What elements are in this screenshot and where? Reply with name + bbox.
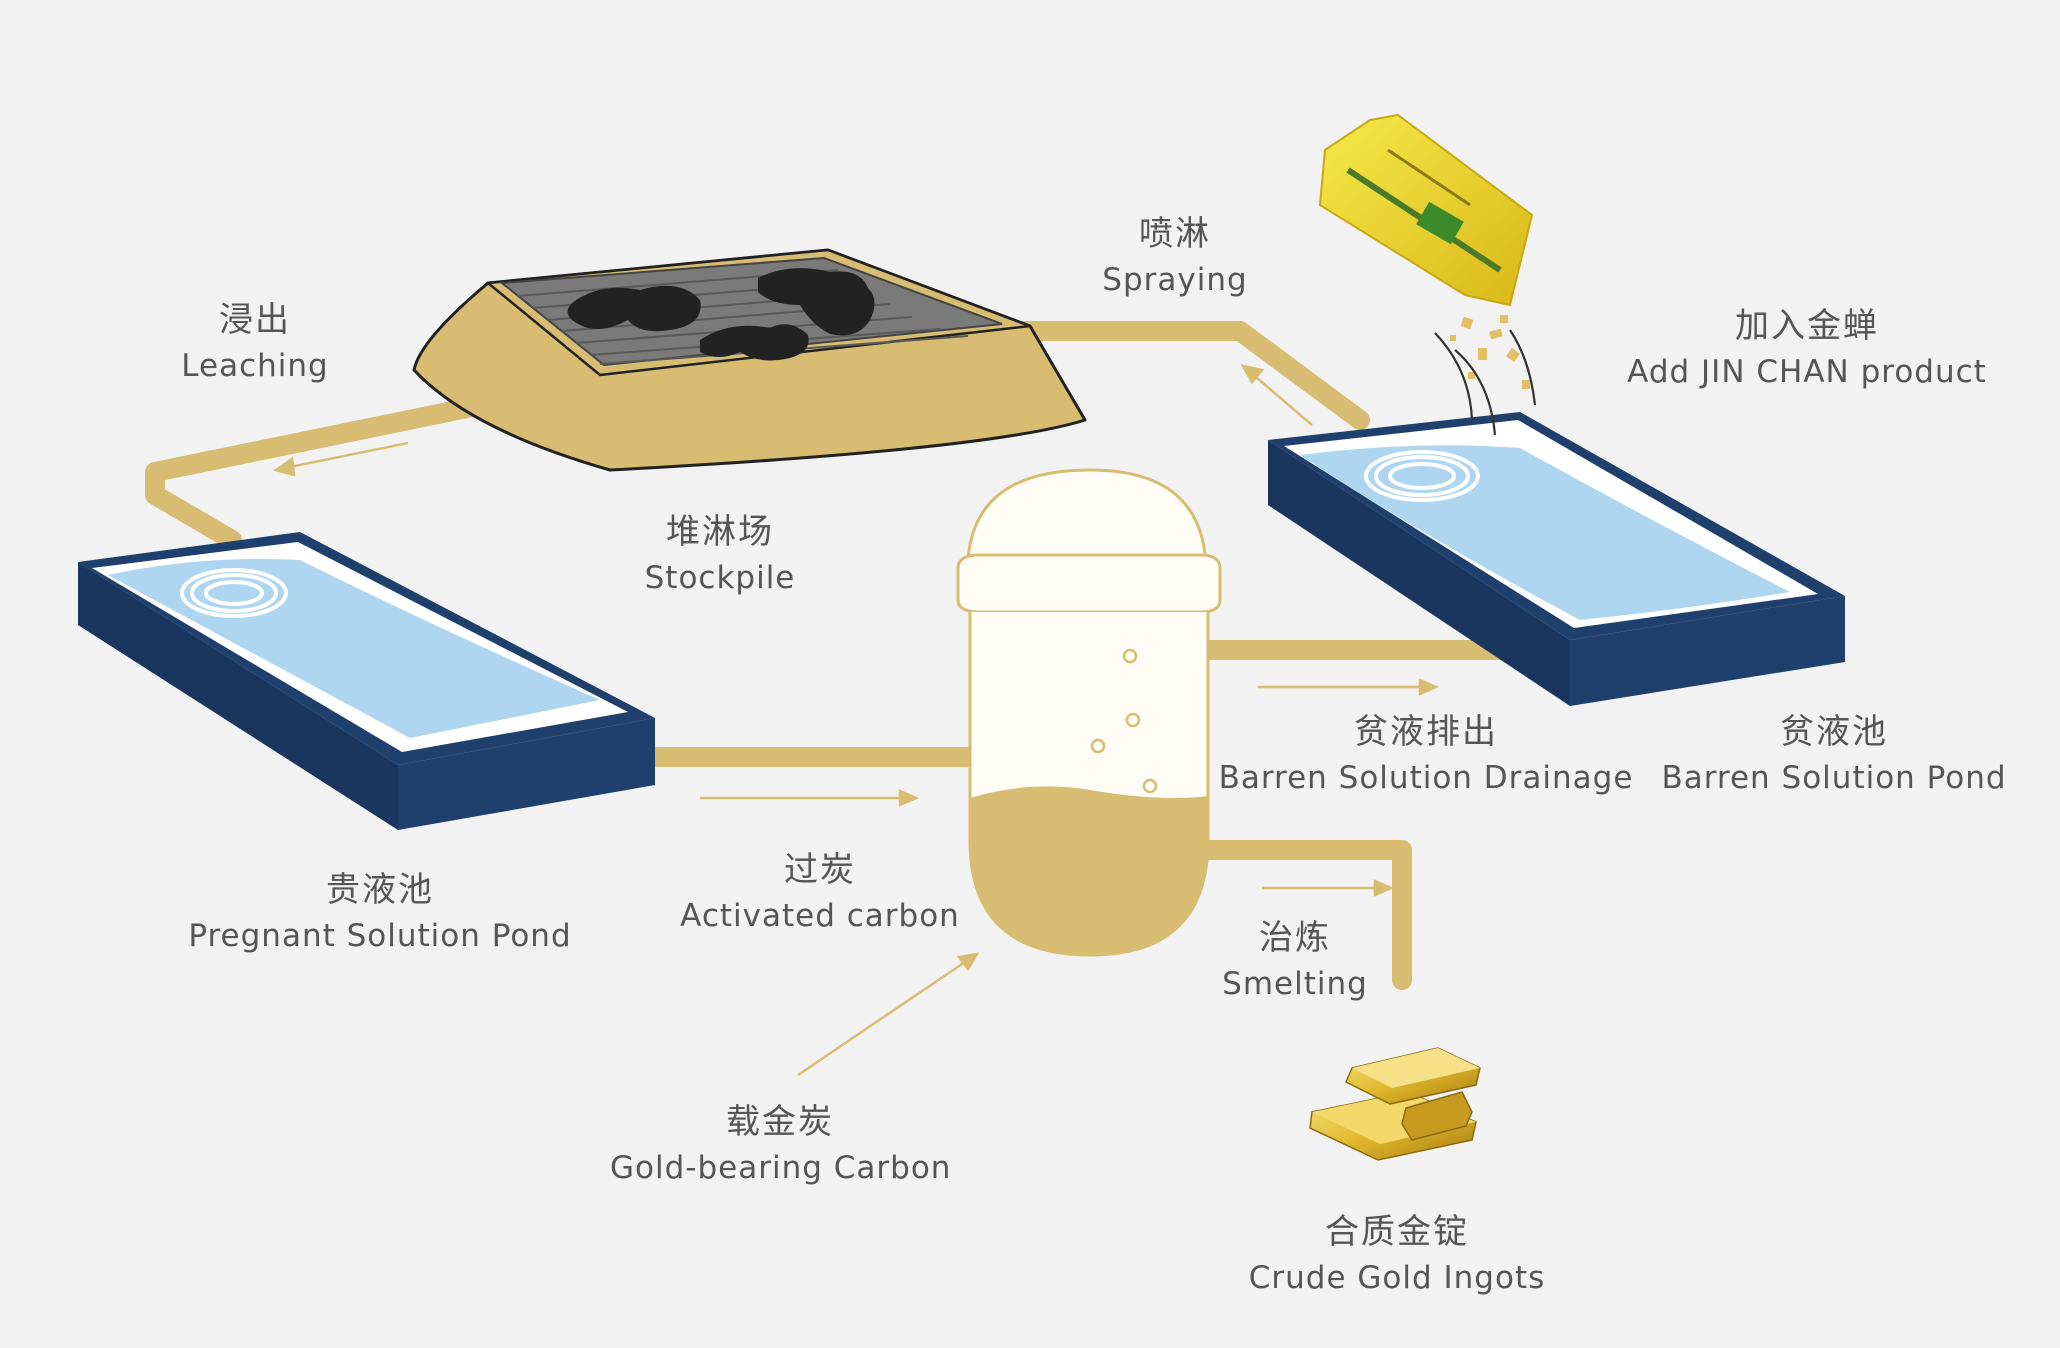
carbon-column	[956, 468, 1222, 957]
gold-ingots-icon	[1309, 1047, 1481, 1161]
label-stockpile-zh: 堆淋场	[666, 512, 774, 552]
product-bag-icon	[1318, 113, 1534, 307]
label-leaching-en: Leaching	[181, 348, 329, 384]
label-ingots: 合质金锭 Crude Gold Ingots	[1242, 1210, 1552, 1302]
label-add-product-zh: 加入金蝉	[1735, 306, 1879, 346]
arrow-gold-carbon	[797, 952, 980, 1077]
label-barren-pond-zh: 贫液池	[1780, 712, 1888, 752]
pregnant-solution-pond	[78, 532, 655, 830]
label-activated-carbon: 过炭 Activated carbon	[680, 848, 960, 940]
bubbles	[1090, 648, 1158, 794]
flow-arrows	[273, 364, 1440, 1077]
powder-stream	[1434, 315, 1537, 436]
label-pregnant-pond-en: Pregnant Solution Pond	[188, 918, 572, 954]
label-add-product: 加入金蝉 Add JIN CHAN product	[1612, 304, 2002, 396]
label-barren-drainage-zh: 贫液排出	[1354, 712, 1498, 752]
label-barren-drainage: 贫液排出 Barren Solution Drainage	[1216, 710, 1636, 802]
label-ingots-en: Crude Gold Ingots	[1248, 1260, 1546, 1296]
label-stockpile: 堆淋场 Stockpile	[620, 510, 820, 602]
label-barren-pond-en: Barren Solution Pond	[1661, 760, 2007, 796]
ore-pile	[567, 268, 875, 361]
arrow-leaching	[273, 441, 409, 477]
arrow-activated-carbon	[700, 789, 920, 807]
label-ingots-zh: 合质金锭	[1325, 1212, 1469, 1252]
label-spraying: 喷淋 Spraying	[1080, 212, 1270, 304]
label-barren-pond: 贫液池 Barren Solution Pond	[1654, 710, 2014, 802]
label-add-product-en: Add JIN CHAN product	[1627, 354, 1987, 390]
label-pregnant-pond: 贵液池 Pregnant Solution Pond	[185, 868, 575, 960]
pipe-spraying	[990, 321, 1370, 430]
label-activated-carbon-zh: 过炭	[784, 850, 856, 890]
arrow-barren-drainage	[1258, 678, 1440, 696]
label-spraying-en: Spraying	[1102, 262, 1248, 298]
label-pregnant-pond-zh: 贵液池	[326, 870, 434, 910]
label-spraying-zh: 喷淋	[1139, 214, 1211, 254]
label-gold-carbon-zh: 载金炭	[726, 1102, 834, 1142]
barren-solution-pond	[1268, 412, 1845, 706]
label-stockpile-en: Stockpile	[644, 560, 796, 596]
pipe-smelting	[1190, 840, 1412, 990]
label-smelting-en: Smelting	[1222, 966, 1368, 1002]
label-barren-drainage-en: Barren Solution Drainage	[1218, 760, 1634, 796]
label-gold-carbon: 载金炭 Gold-bearing Carbon	[610, 1100, 950, 1192]
label-leaching-zh: 浸出	[219, 300, 291, 340]
label-leaching: 浸出 Leaching	[160, 298, 350, 390]
label-smelting: 治炼 Smelting	[1205, 916, 1385, 1008]
label-gold-carbon-en: Gold-bearing Carbon	[610, 1150, 952, 1186]
arrow-smelting	[1262, 879, 1395, 897]
swirl-icon	[1364, 450, 1480, 502]
label-smelting-zh: 治炼	[1259, 918, 1331, 958]
arrow-spraying	[1240, 364, 1313, 426]
stockpile	[412, 248, 1087, 472]
swirl-icon	[180, 568, 288, 618]
label-activated-carbon-en: Activated carbon	[680, 898, 960, 934]
